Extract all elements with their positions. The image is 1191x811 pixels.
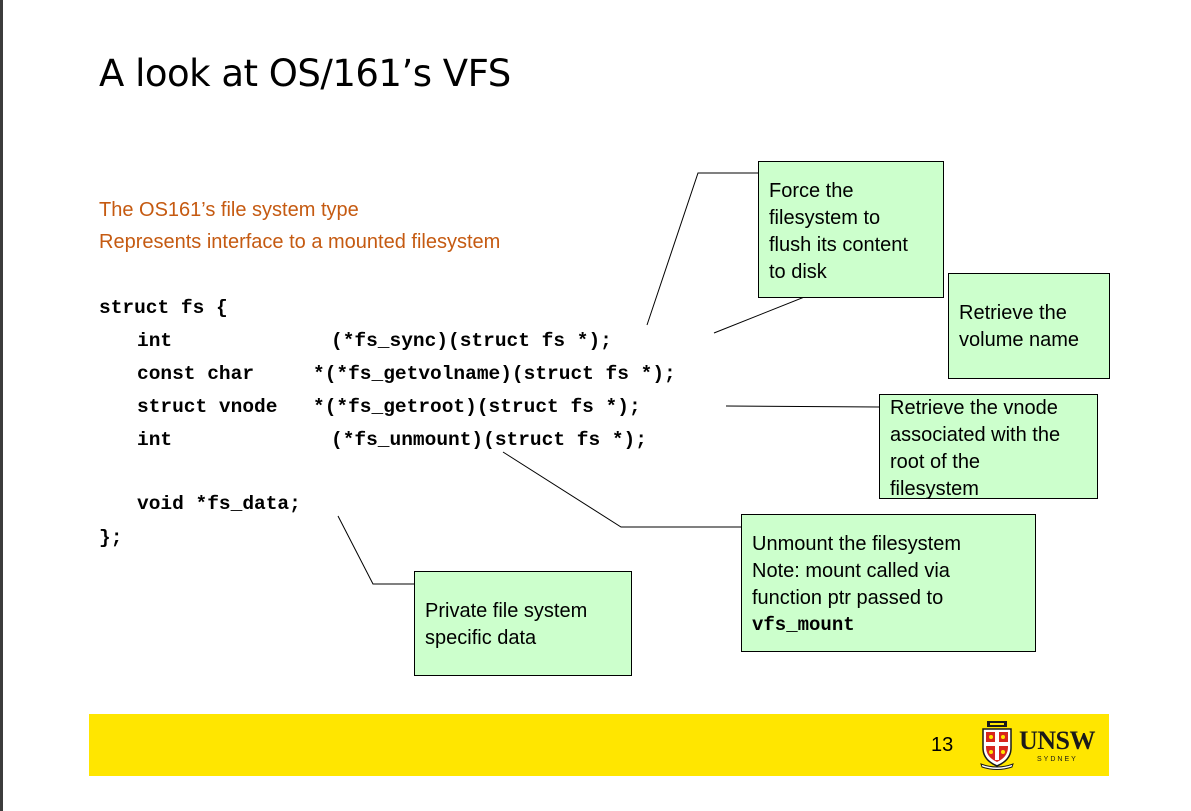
code-struct-open: struct fs { [99, 297, 228, 319]
callout-sync-line-3: flush its content [769, 234, 908, 256]
callout-unmount: Unmount the filesystem Note: mount calle… [741, 514, 1036, 652]
unsw-logo: UNSW SYDNEY [979, 720, 1096, 770]
unsw-logo-text: UNSW [1019, 726, 1096, 755]
unsw-logo-subtext: SYDNEY [1037, 756, 1078, 763]
connector-data [337, 515, 414, 585]
page-number: 13 [931, 734, 954, 756]
callout-unmount-line-2: Note: mount called via [752, 560, 950, 582]
code-field-decl-sync: (*fs_sync)(struct fs *); [331, 330, 612, 352]
code-field-type-getroot: struct vnode [137, 396, 278, 418]
callout-data-line-2: specific data [425, 627, 537, 649]
callout-unmount-code: vfs_mount [752, 614, 855, 636]
code-field-type-sync: int [137, 330, 173, 352]
code-struct-close: }; [99, 527, 123, 549]
callout-getroot: Retrieve the vnode associated with the r… [879, 394, 1098, 500]
code-field-decl-getroot: *(*fs_getroot)(struct fs *); [313, 396, 641, 418]
callout-getroot-line-2: associated with the [890, 424, 1061, 446]
footer-bar [89, 714, 1109, 776]
subtitle-line-2: Represents interface to a mounted filesy… [99, 231, 501, 253]
callout-volname-line-1: Retrieve the [959, 302, 1067, 324]
connector-getroot [725, 405, 880, 408]
callout-data: Private file system specific data [414, 571, 632, 676]
slide-title: A look at OS/161’s VFS [99, 52, 511, 95]
window-left-edge [0, 0, 3, 811]
callout-sync-line-2: filesystem to [769, 207, 881, 229]
callout-volname-line-2: volume name [959, 329, 1080, 351]
callout-sync: Force the filesystem to flush its conten… [758, 161, 944, 298]
callout-getroot-line-3: root of the [890, 451, 981, 473]
code-field-type-unmount: int [137, 429, 173, 451]
connector-unmount [502, 451, 741, 528]
callout-sync-line-1: Force the [769, 180, 854, 202]
unsw-crest-icon [980, 721, 1014, 770]
callout-unmount-line-3: function ptr passed to [752, 587, 944, 609]
callout-data-line-1: Private file system [425, 600, 588, 622]
callout-unmount-line-1: Unmount the filesystem [752, 533, 961, 555]
callout-sync-line-4: to disk [769, 261, 827, 283]
connector-sync [646, 172, 758, 326]
callout-volname: Retrieve the volume name [948, 273, 1110, 379]
code-field-type-getvolname: const char [137, 363, 255, 385]
subtitle-line-1: The OS161’s file system type [99, 199, 359, 221]
code-field-decl-unmount: (*fs_unmount)(struct fs *); [331, 429, 647, 451]
code-field-decl-getvolname: *(*fs_getvolname)(struct fs *); [313, 363, 676, 385]
callout-getroot-line-1: Retrieve the vnode [890, 397, 1058, 419]
code-data-field: void *fs_data; [137, 493, 301, 515]
callout-getroot-line-4: filesystem [890, 478, 979, 500]
